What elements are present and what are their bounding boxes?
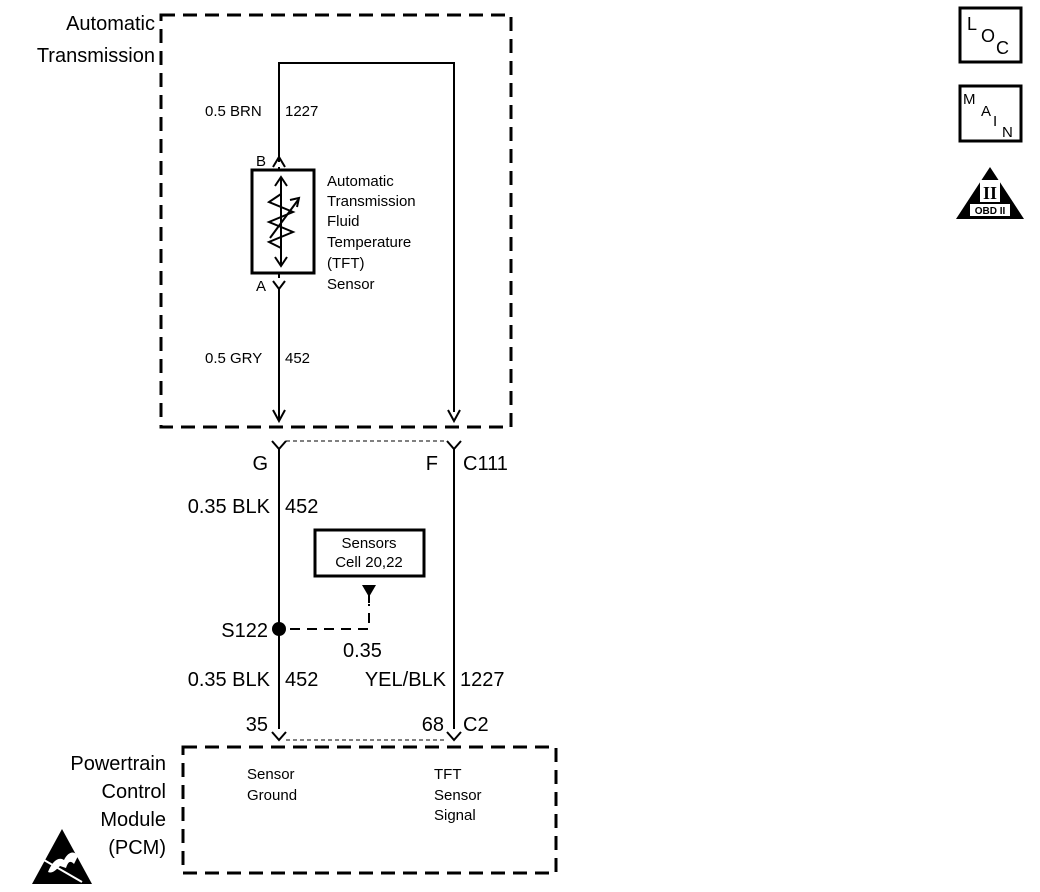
sensor-arrow-down (274, 256, 288, 268)
pcm-ground-line1: Sensor (247, 766, 295, 783)
splice-s122-dot (272, 622, 286, 636)
c2-name: C2 (463, 714, 489, 736)
wire-brn-label: 0.5 BRN (205, 103, 262, 120)
svg-text:OBD II: OBD II (975, 206, 1006, 217)
pcm-label-line2: Control (102, 781, 166, 803)
wire-yel-circuit: 1227 (460, 669, 505, 691)
wire-gry-circuit: 452 (285, 350, 310, 367)
splice-dashed-link (290, 604, 370, 630)
svg-text:L: L (967, 14, 977, 34)
pcm-signal-line3: Signal (434, 807, 476, 824)
sensor-arrow-up (274, 175, 288, 187)
c2-pin-68-label: 68 (422, 714, 444, 736)
transmission-label-line1: Automatic (66, 13, 155, 35)
pin-a-label: A (256, 278, 266, 295)
c111-pin-g-label: G (252, 453, 268, 475)
pcm-signal-line1: TFT (434, 766, 462, 783)
c2-pin-35 (271, 731, 287, 742)
esd-warning-icon (32, 829, 92, 884)
svg-text:O: O (981, 26, 995, 46)
pin-b-connector (272, 155, 286, 168)
sensors-cell-line2: Cell 20,22 (335, 554, 403, 571)
obd-ii-icon[interactable]: II OBD II (956, 167, 1024, 219)
svg-text:A: A (981, 103, 991, 120)
sensor-label-line6: Sensor (327, 276, 375, 293)
pcm-signal-line2: Sensor (434, 787, 482, 804)
pcm-label-line3: Module (100, 809, 166, 831)
pcm-label-line1: Powertrain (70, 753, 166, 775)
svg-text:N: N (1002, 124, 1013, 141)
sensor-label-line1: Automatic (327, 173, 394, 190)
pcm-boundary (181, 745, 558, 875)
arrow-gry-down (272, 409, 286, 424)
pin-a-connector (272, 280, 286, 291)
loc-icon[interactable]: L O C (958, 6, 1023, 64)
splice-s122-label: S122 (221, 620, 268, 642)
wire-yel-gauge: 0.35 (343, 640, 382, 662)
arrow-brn-down (447, 409, 461, 424)
pcm-label-line4: (PCM) (108, 837, 166, 859)
pcm-ground-line2: Ground (247, 787, 297, 804)
wire-brn-circuit: 1227 (285, 103, 318, 120)
wire-blk-lower-circuit: 452 (285, 669, 318, 691)
c111-pin-f-label: F (426, 453, 438, 475)
sensors-cell-box (313, 528, 426, 578)
thermistor-icon (266, 193, 296, 249)
main-icon[interactable]: M A I N (958, 84, 1023, 143)
pin-b-label: B (256, 153, 266, 170)
svg-text:C: C (996, 38, 1009, 58)
sensor-label-line3: Fluid (327, 213, 360, 230)
transmission-boundary (159, 13, 513, 429)
c111-pin-f (446, 440, 462, 451)
wire-gry-label: 0.5 GRY (205, 350, 262, 367)
wire-blk-upper-circuit: 452 (285, 496, 318, 518)
wire-blk-lower-label: 0.35 BLK (188, 669, 271, 691)
sensor-label-line4: Temperature (327, 234, 411, 251)
sensors-cell-line1: Sensors (341, 535, 396, 552)
wire-blk-upper-label: 0.35 BLK (188, 496, 271, 518)
transmission-label-line2: Transmission (37, 45, 155, 67)
sensor-label-line5: (TFT) (327, 255, 364, 272)
svg-text:M: M (963, 91, 976, 108)
svg-text:II: II (983, 183, 997, 203)
c111-name: C111 (463, 453, 508, 475)
sensor-label-line2: Transmission (327, 193, 416, 210)
c2-pin-68 (446, 731, 462, 742)
c2-pin-35-label: 35 (246, 714, 268, 736)
thermistor-variable-arrow (269, 199, 299, 239)
svg-text:I: I (993, 113, 997, 130)
c111-pin-g (271, 440, 287, 451)
wire-brn-1227 (278, 62, 455, 412)
wire-yel-label: YEL/BLK (365, 669, 447, 691)
tft-sensor-box (250, 168, 316, 275)
